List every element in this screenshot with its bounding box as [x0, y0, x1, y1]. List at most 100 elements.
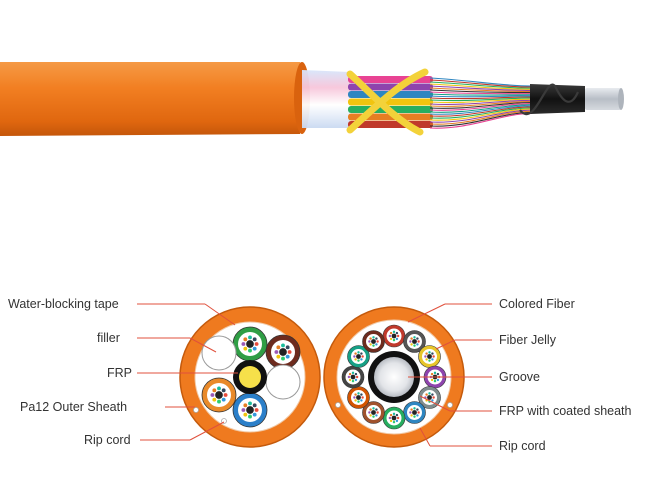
outer-sheath	[0, 62, 304, 136]
fiber-dot	[433, 371, 437, 375]
fiber-dot	[425, 352, 428, 355]
left-filler-right	[265, 364, 301, 400]
fiber-dot	[276, 345, 281, 350]
fiber-dot	[372, 344, 375, 347]
fiber-strand	[429, 98, 533, 104]
fiber-dot	[388, 334, 392, 338]
fiber-strand	[429, 104, 533, 113]
fiber-strand	[429, 99, 533, 105]
fiber-dot	[409, 411, 412, 414]
leader-water-blocking-tape-2	[204, 303, 236, 326]
right-cross-section	[323, 306, 465, 448]
fiber-dot	[371, 339, 376, 344]
fiber-strand	[429, 85, 533, 91]
fiber-dot	[436, 372, 440, 376]
fiber-dot	[243, 346, 248, 351]
fiber-dot	[372, 336, 375, 339]
label-pa12-outer-sheath: Pa12 Outer Sheath	[20, 400, 127, 414]
fiber-dot	[241, 342, 246, 346]
fiber-dot	[223, 393, 228, 397]
fiber-dot	[424, 355, 427, 358]
fiber-dot	[410, 414, 413, 417]
left-loose-tubes	[201, 326, 301, 428]
fiber-dot	[351, 379, 355, 383]
fiber-strand	[429, 81, 533, 89]
fiber-dot	[353, 355, 356, 358]
fiber-dot	[357, 400, 360, 403]
fiber-dot	[428, 392, 431, 395]
fiber-dot	[347, 375, 351, 379]
fiber-dot	[356, 354, 361, 359]
fiber-dot	[252, 346, 257, 351]
fiber-dot	[354, 393, 357, 396]
fiber-dot	[433, 379, 437, 383]
fiber-dot	[350, 374, 356, 380]
left-filler-top	[201, 335, 237, 371]
fiber-dot	[357, 351, 360, 354]
fiber-dot	[391, 333, 397, 339]
fiber-strand	[429, 106, 533, 117]
leader-rip-cord-right-2	[419, 427, 431, 447]
fiber-dot	[416, 414, 419, 417]
left-frp-core	[239, 366, 261, 388]
left-rip-cord-1	[193, 407, 199, 413]
fiber-dot	[392, 330, 396, 334]
fiber-dot	[412, 339, 417, 344]
fiber-dot	[413, 344, 416, 347]
fiber-strand	[429, 93, 533, 96]
fiber-dot	[274, 350, 279, 354]
fiber-dot	[279, 348, 287, 356]
fiber-strand	[429, 77, 533, 87]
fiber-dot	[413, 336, 416, 339]
fiber-dot	[354, 372, 358, 376]
fiber-dot	[285, 354, 290, 359]
fiber-dot	[361, 396, 364, 399]
fiber-dot	[425, 358, 428, 361]
fiber-dot	[281, 356, 285, 361]
fiber-dot	[391, 415, 397, 421]
fiber-dot	[375, 414, 378, 417]
fiber-dot	[389, 337, 393, 341]
fiber-dot	[368, 340, 371, 343]
fiber-dot	[252, 403, 257, 408]
fiber-dot	[432, 396, 435, 399]
fiber-dot	[425, 393, 428, 396]
fiber-dot	[369, 408, 372, 411]
fiber-dot	[416, 337, 419, 340]
fiber-dot	[212, 388, 217, 393]
fiber-dot	[431, 393, 434, 396]
fiber-dot	[246, 406, 254, 414]
fiber-dot	[241, 408, 246, 412]
fiber-strand	[429, 87, 533, 93]
left-label-texts: Water-blocking tape filler FRP Pa12 Oute…	[8, 297, 132, 447]
fiber-dot	[368, 411, 371, 414]
right-loose-tubes	[341, 324, 447, 430]
fiber-dot	[392, 412, 396, 416]
right-label-texts: Colored Fiber Fiber Jelly Groove FRP wit…	[499, 297, 632, 453]
fiber-strand	[429, 91, 533, 95]
fiber-dot	[354, 399, 357, 402]
fiber-dot	[410, 408, 413, 411]
binder-yarn	[346, 68, 429, 136]
fiber-dot	[212, 397, 217, 402]
fiber-dot	[357, 359, 360, 362]
top-cable-illustration	[0, 62, 624, 136]
leader-fiber-jelly-2	[435, 339, 456, 350]
fiber-dot	[281, 343, 285, 348]
fiber-dot	[410, 337, 413, 340]
fiber-dot	[395, 419, 399, 423]
fiber-dot	[396, 416, 400, 420]
right-rip-cord-2	[447, 402, 453, 408]
fiber-dot	[372, 415, 375, 418]
fiber-dot	[427, 395, 432, 400]
label-rip-cord-right: Rip cord	[499, 439, 546, 453]
label-groove: Groove	[499, 370, 540, 384]
fiber-dot	[427, 354, 432, 359]
leader-rip-cord-2	[189, 421, 225, 441]
fiber-dot	[395, 413, 399, 417]
fiber-strand	[429, 96, 533, 100]
label-rip-cord-left: Rip cord	[84, 433, 131, 447]
fiber-dot	[254, 408, 259, 412]
fiber-dot	[417, 411, 420, 414]
fiber-dot	[431, 399, 434, 402]
